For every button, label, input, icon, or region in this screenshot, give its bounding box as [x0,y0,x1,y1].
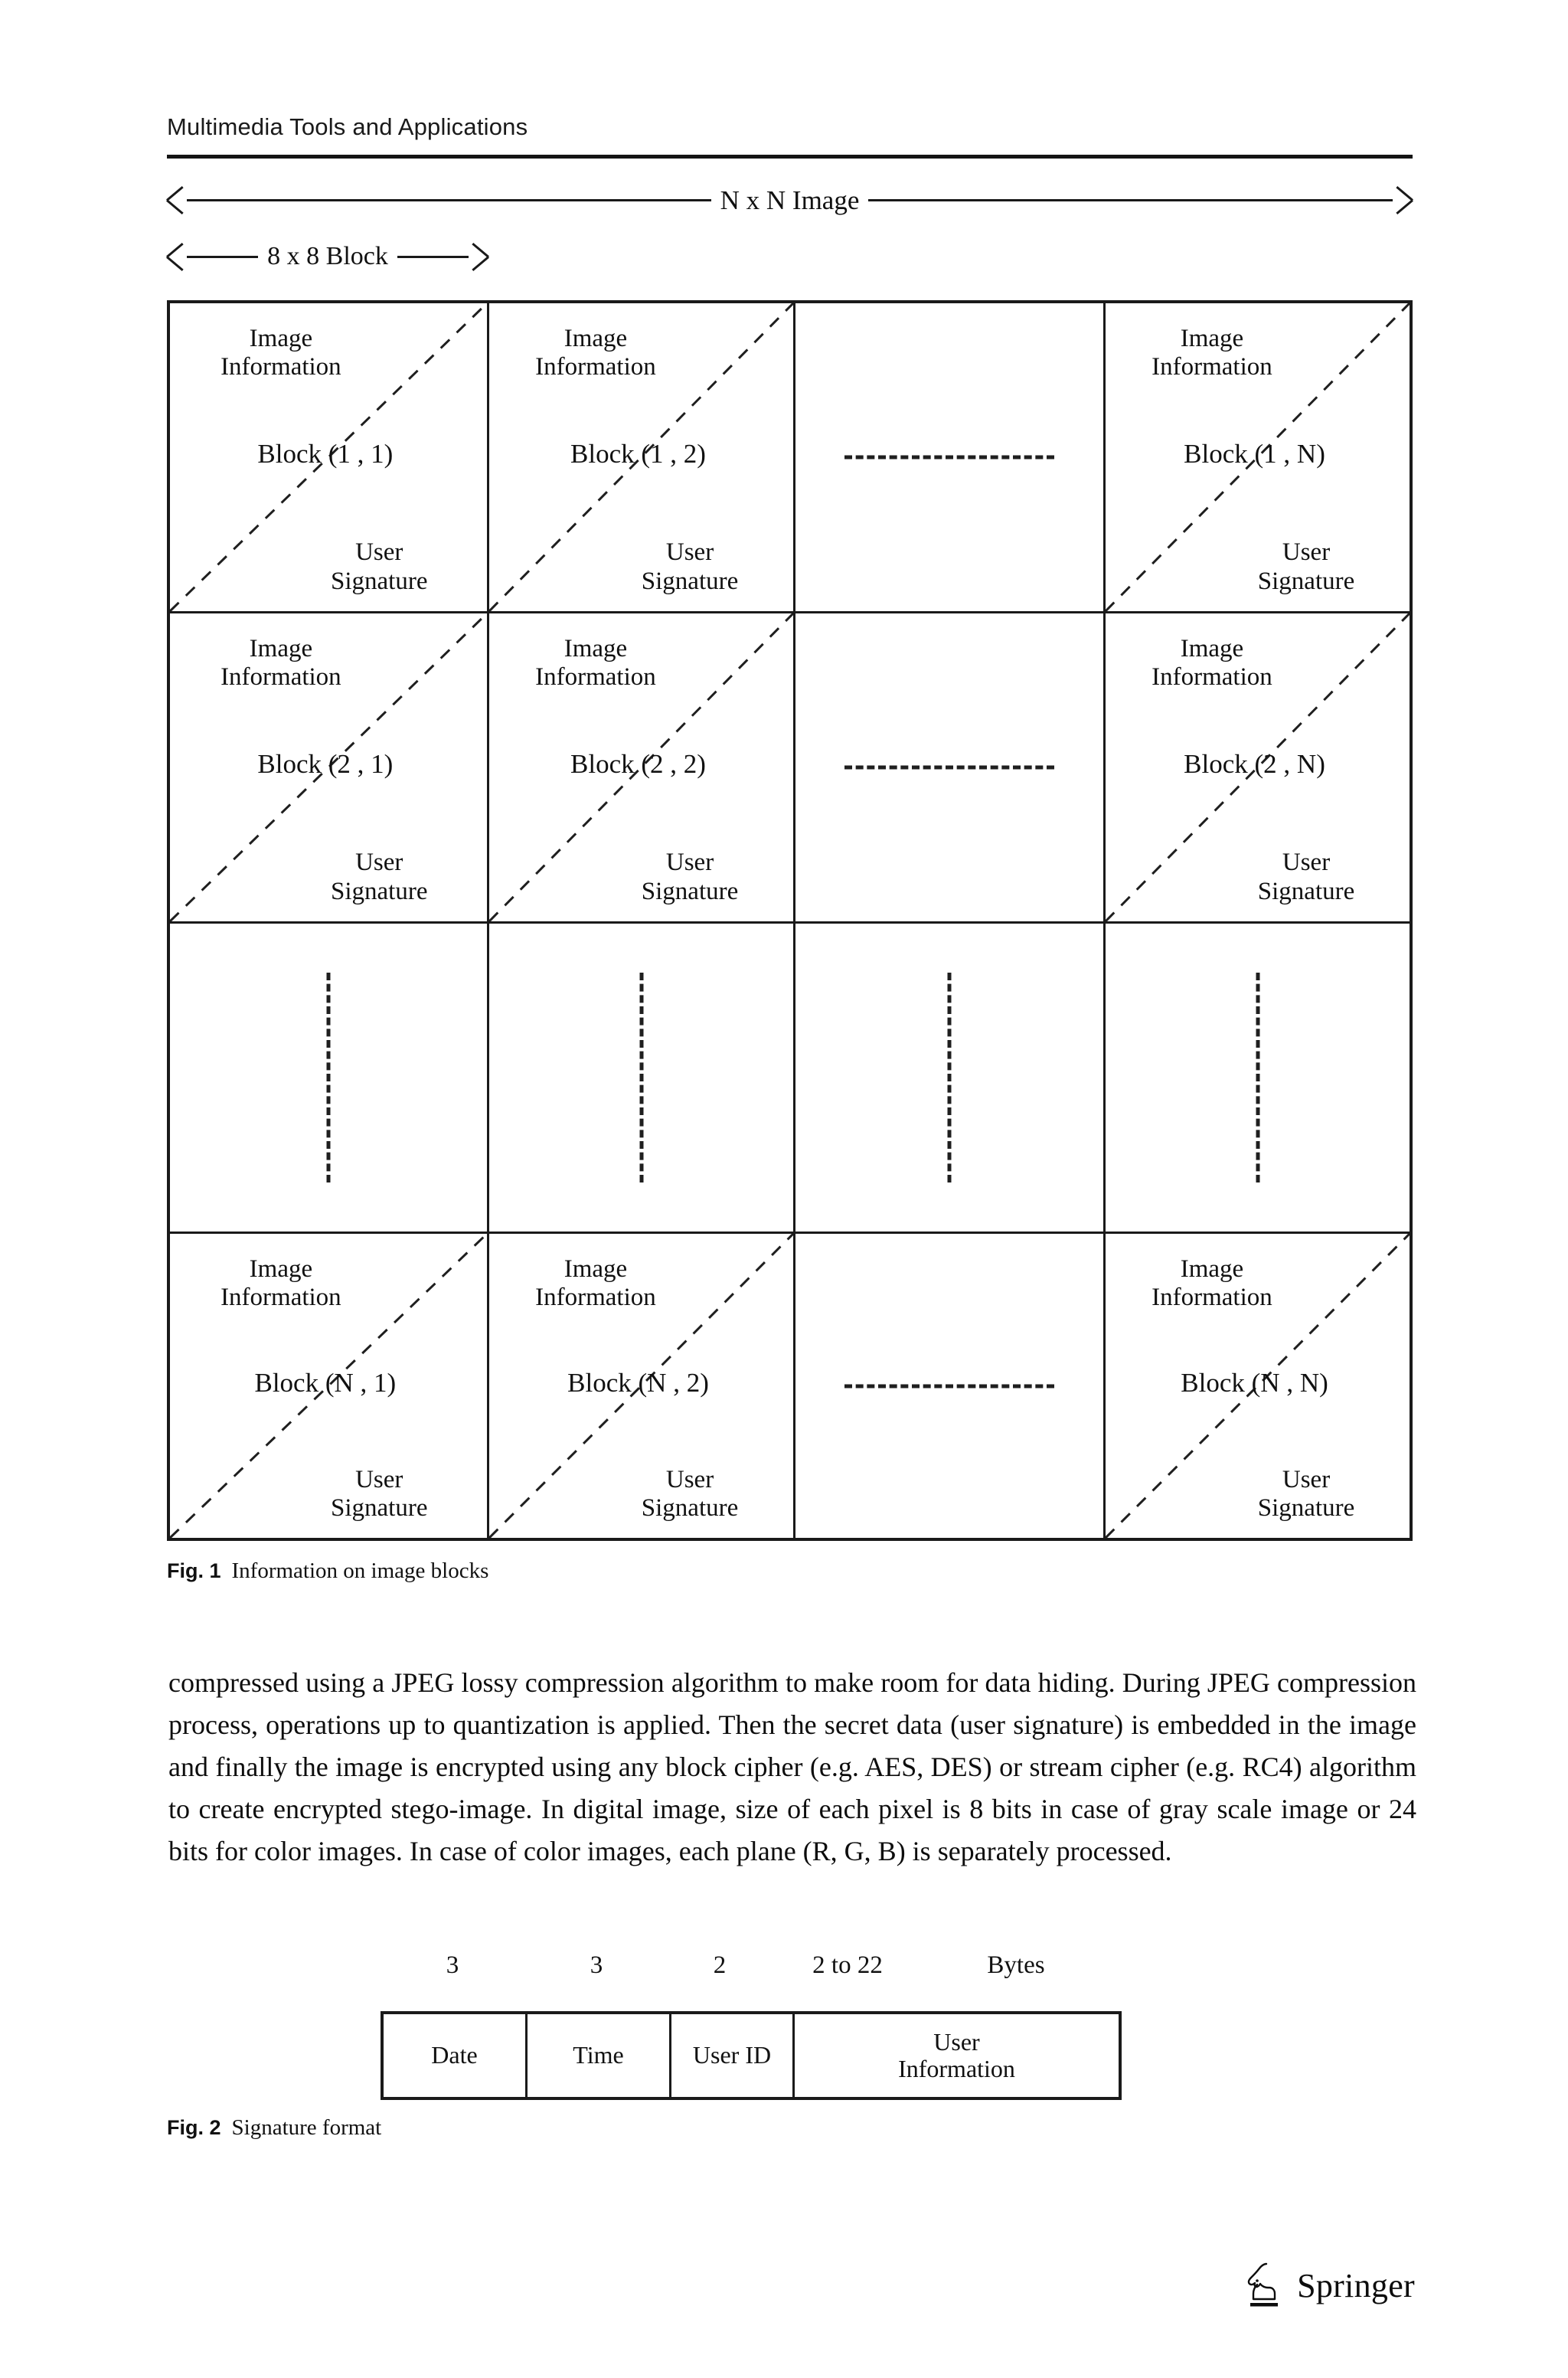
signature-field-cell: User Information [898,2027,1015,2082]
vertical-ellipsis-dashes [639,973,643,1182]
image-information-label: Image Information [220,635,341,692]
image-block-cell [795,303,1106,613]
nxn-image-dimension-arrow: N x N Image [167,182,1413,218]
figure-1-caption: Fig. 1 Information on image blocks [167,1559,488,1584]
figure-1-block-diagram: N x N Image 8 x 8 Block Image Informatio… [0,0,1568,1539]
vertical-ellipsis-dashes [947,973,952,1182]
horizontal-ellipsis-dashes [844,765,1054,770]
body-paragraph: compressed using a JPEG lossy compressio… [168,1667,1416,1867]
block-index-label: Block (1 , N) [1184,438,1325,469]
arrow-line-left [187,255,259,258]
arrow-right-head-icon [1393,185,1413,215]
user-signature-label: User Signature [331,538,428,595]
figure-2-caption-text: Signature format [231,2115,382,2140]
user-signature-label: User Signature [641,538,739,595]
user-signature-label: User Signature [1257,538,1355,595]
byte-size-label: 2 [713,1951,727,1979]
horizontal-ellipsis-dashes [844,1384,1054,1388]
vertical-ellipsis-dashes [326,973,331,1182]
arrow-line-right [868,198,1393,201]
signature-field-cell: Time [528,2014,671,2097]
user-signature-label: User Signature [331,1465,428,1522]
8x8-block-dimension-arrow: 8 x 8 Block [167,239,488,274]
horizontal-ellipsis-dashes [844,455,1054,460]
image-block-cell [1106,924,1410,1234]
user-signature-label: User Signature [1257,1465,1355,1522]
block-index-label: Block (N , 1) [254,1367,397,1398]
nxn-image-label: N x N Image [720,185,860,215]
image-information-label: Image Information [220,1254,341,1312]
arrow-right-head-icon [469,241,488,272]
image-block-cell [795,613,1106,924]
block-index-label: Block (1 , 1) [257,438,394,469]
running-head: Multimedia Tools and Applications [167,113,528,140]
image-block-cell [489,924,795,1234]
signature-field-cell: User ID [671,2014,795,2097]
user-signature-label: User Signature [641,849,739,905]
user-signature-label: User Signature [641,1465,739,1522]
image-block-cell [795,1234,1106,1538]
figure-2-number: Fig. 2 [167,2116,221,2139]
block-index-label: Block (1 , 2) [570,438,706,469]
figure-1-number: Fig. 1 [167,1559,221,1582]
8x8-block-label: 8 x 8 Block [267,242,388,270]
publisher-name: Springer [1297,2266,1415,2304]
signature-field-cell: Date [384,2014,528,2097]
arrow-left-head-icon [167,241,187,272]
image-information-label: Image Information [1152,635,1272,692]
image-information-label: Image Information [535,325,656,381]
block-index-label: Block (N , 2) [567,1367,709,1398]
vertical-ellipsis-dashes [1256,973,1259,1182]
image-information-label: Image Information [535,635,656,692]
figure-2-caption: Fig. 2 Signature format [167,2115,381,2141]
block-index-label: Block (2 , 1) [257,748,394,779]
block-index-label: Block (N , N) [1181,1367,1328,1398]
block-index-label: Block (2 , N) [1184,748,1325,779]
figure-1-caption-text: Information on image blocks [231,1559,489,1583]
byte-size-label: 3 [446,1951,459,1979]
signature-byte-size-labels: 3 3 2 2 to 22 Bytes [381,1951,1122,1996]
byte-size-label: Bytes [987,1951,1045,1979]
block-index-label: Block (2 , 2) [570,748,706,779]
user-signature-label: User Signature [1257,849,1355,905]
image-information-label: Image Information [220,325,341,381]
arrow-line-right [397,255,469,258]
image-information-label: Image Information [1152,1254,1272,1312]
arrow-left-head-icon [167,185,187,215]
image-block-cell [795,924,1106,1234]
header-rule [167,155,1413,159]
user-signature-label: User Signature [331,849,428,905]
page-footer: Springer [1243,2261,1415,2310]
image-information-label: Image Information [1152,325,1272,381]
byte-size-label: 2 to 22 [812,1951,883,1979]
image-block-cell [170,924,489,1234]
arrow-line-left [187,198,711,201]
byte-size-label: 3 [590,1951,603,1979]
springer-knight-logo-icon [1247,2262,1279,2307]
image-information-label: Image Information [535,1254,656,1312]
